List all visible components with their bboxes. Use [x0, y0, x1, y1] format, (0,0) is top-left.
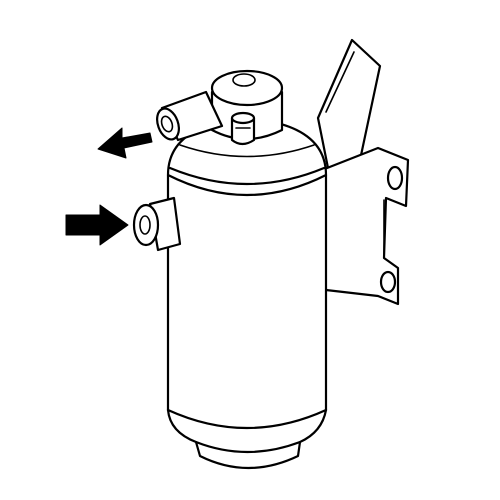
inlet-flow-arrow — [65, 204, 129, 246]
inlet-port — [132, 203, 160, 247]
outlet-port — [156, 107, 180, 141]
inlet-fitting — [132, 196, 182, 252]
top-fitting — [156, 69, 284, 146]
bracket-hole-lower — [379, 270, 397, 294]
bracket-hole-upper — [386, 165, 404, 191]
canister — [166, 116, 328, 470]
outlet-flow-arrow — [97, 127, 153, 159]
mounting-bracket — [316, 38, 410, 306]
